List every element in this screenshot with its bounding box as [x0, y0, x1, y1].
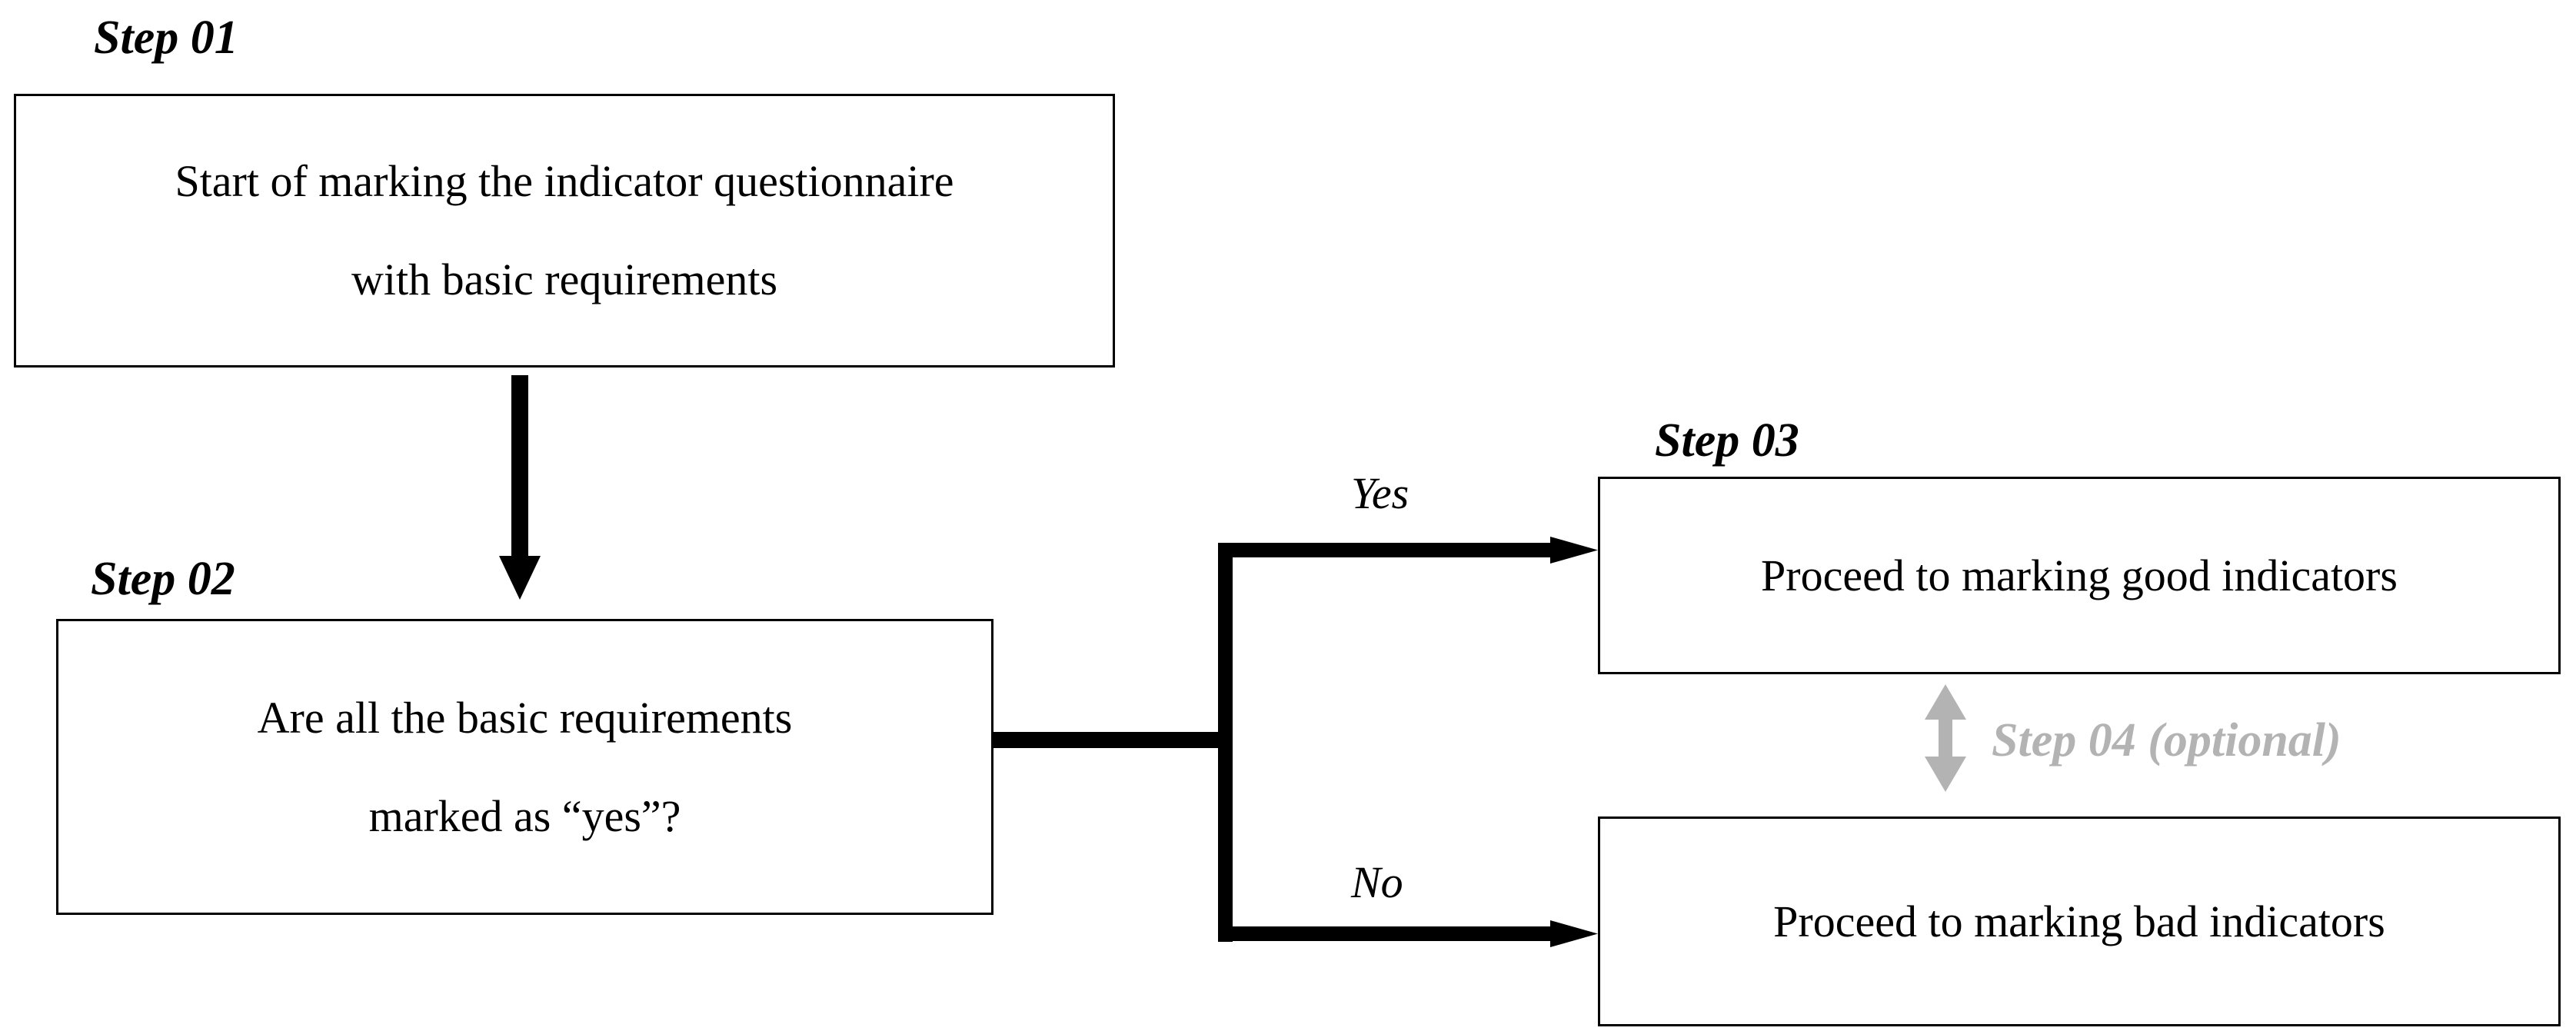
arrow-step01-to-step02 — [499, 375, 541, 600]
step-02-label: Step 02 — [91, 553, 235, 605]
step02-line-2: marked as “yes”? — [368, 790, 681, 841]
step04-box: Proceed to marking bad indicators — [1598, 816, 2561, 1026]
edge-label-no: No — [1351, 857, 1403, 907]
step01-box-content: Start of marking the indicator questionn… — [16, 96, 1113, 365]
step03-box-content: Proceed to marking good indicators — [1600, 479, 2558, 672]
step04-line-1: Proceed to marking bad indicators — [1773, 896, 2385, 946]
step03-line-1: Proceed to marking good indicators — [1761, 550, 2398, 600]
step01-line-2: with basic requirements — [351, 254, 778, 304]
connector-riser-vertical — [1218, 543, 1233, 942]
step02-box-content: Are all the basic requirements marked as… — [58, 621, 991, 913]
edge-label-yes: Yes — [1351, 468, 1409, 518]
step01-box: Start of marking the indicator questionn… — [14, 94, 1115, 368]
step01-line-1: Start of marking the indicator questionn… — [175, 156, 954, 206]
arrow-yes-to-step03 — [1218, 537, 1598, 564]
connector-stem-horizontal — [993, 732, 1233, 748]
step-04-optional-label: Step 04 (optional) — [1992, 714, 2341, 767]
step03-box: Proceed to marking good indicators — [1598, 477, 2561, 674]
step02-box: Are all the basic requirements marked as… — [56, 619, 993, 915]
double-arrow-up-down-icon — [1925, 684, 1966, 792]
step04-box-content: Proceed to marking bad indicators — [1600, 819, 2558, 1024]
step-03-label: Step 03 — [1655, 414, 1799, 467]
arrow-no-to-step04 — [1218, 920, 1598, 947]
step-01-label: Step 01 — [94, 12, 238, 64]
step02-line-1: Are all the basic requirements — [257, 692, 793, 743]
